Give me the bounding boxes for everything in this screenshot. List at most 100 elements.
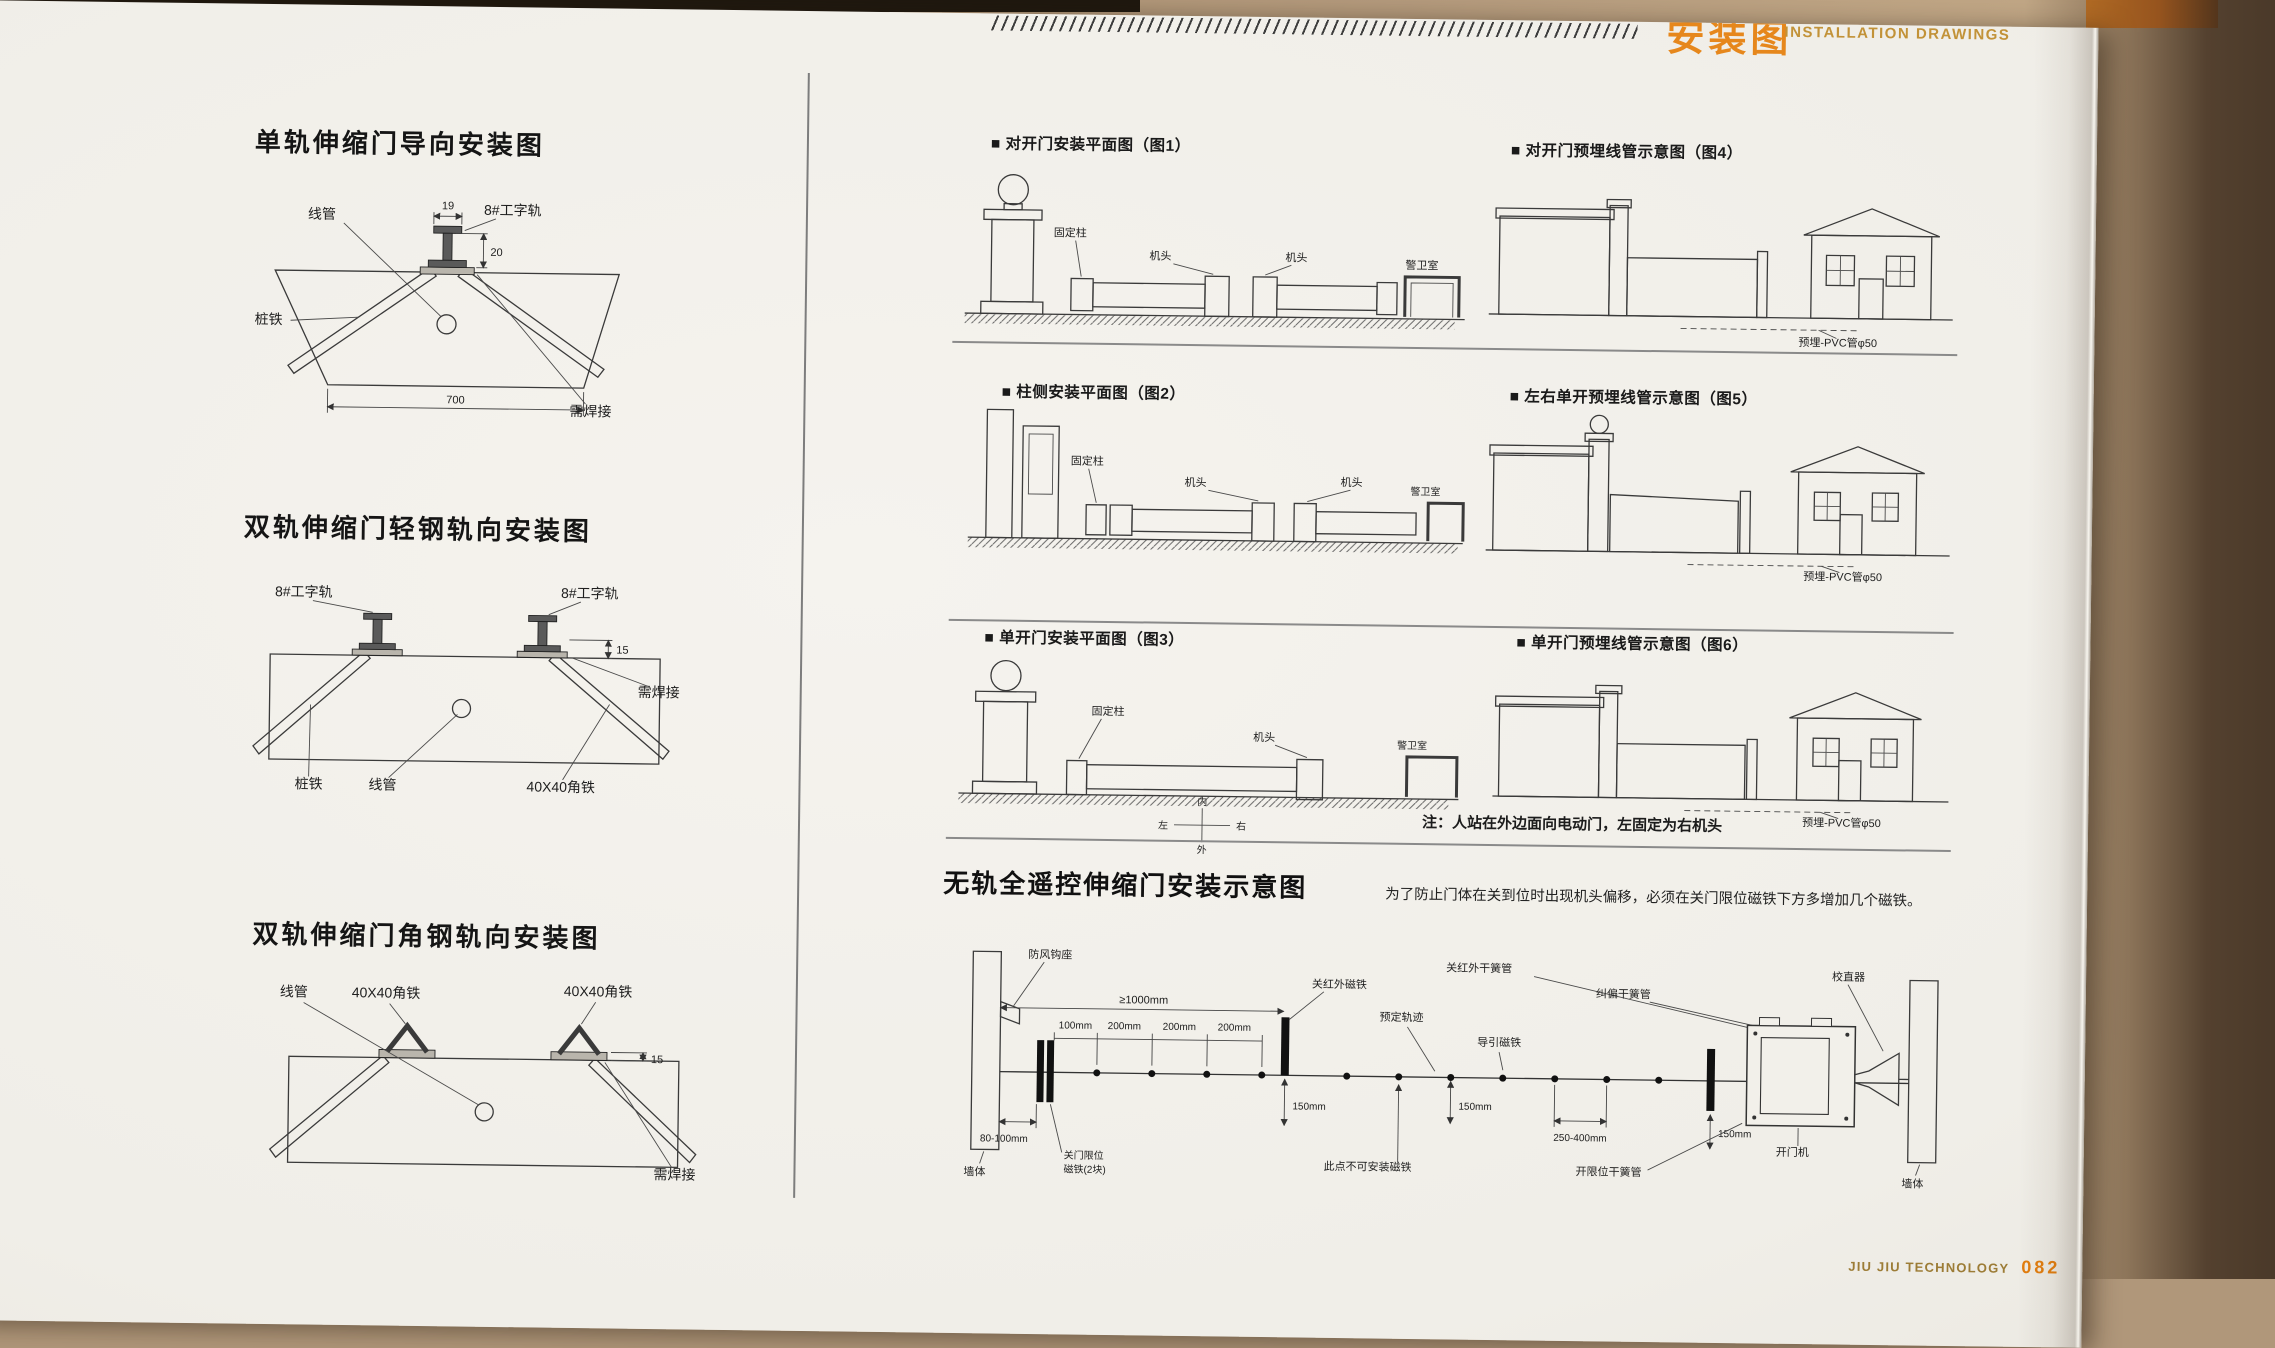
gate-body-right — [1316, 512, 1416, 535]
section2-title: 双轨伸缩门轻钢轨向安装图 — [244, 507, 592, 549]
label-no-magnet: 此点不可安装磁铁 — [1323, 1159, 1411, 1174]
label-conduit: 线管 — [368, 776, 396, 792]
machine-head-right-box — [1294, 503, 1316, 541]
label-pile: 桩铁 — [254, 311, 282, 327]
gate-end-post — [1757, 251, 1768, 317]
concrete-base — [274, 270, 619, 388]
fixed-post-box — [1086, 505, 1106, 535]
label-angle-left: 40X40角铁 — [352, 984, 421, 1001]
buried-pvc-pipe — [1687, 565, 1857, 567]
angle-iron-left — [379, 1025, 435, 1058]
dim-700: 700 — [446, 394, 465, 406]
fence-wall — [1499, 216, 1610, 315]
i-beam-right — [517, 615, 568, 658]
dim-15: 15 — [616, 645, 628, 657]
double-track-angle-steel-diagram: 线管 40X40角铁 40X40角铁 15 需焊接 — [225, 963, 728, 1200]
fixed-post-box — [1071, 278, 1093, 310]
buried-pvc-pipe — [1681, 328, 1861, 330]
label-pvc: 预埋-PVC管φ50 — [1798, 335, 1877, 350]
end-post-box — [1377, 282, 1397, 314]
fig3-diagram: 警卫室 固定柱 机头 内 左 右 外 — [946, 643, 1469, 860]
label-pvc: 预埋-PVC管φ50 — [1803, 569, 1882, 584]
single-track-guide-diagram: 19 20 700 线管 8#工字轨 桩铁 需焊接 — [235, 170, 658, 435]
straightener-funnel — [1854, 1053, 1899, 1106]
machine-head-box — [1296, 759, 1323, 799]
conduit-circle — [475, 1103, 493, 1121]
gate-body-right — [1277, 285, 1377, 310]
dim-150a: 150mm — [1292, 1101, 1326, 1112]
label-fixed-post: 固定柱 — [1054, 225, 1087, 239]
label-rail-left: 8#工字轨 — [275, 583, 333, 600]
label-rail-right: 8#工字轨 — [561, 585, 619, 602]
fig4-diagram: 预埋-PVC管φ50 — [1480, 156, 1962, 352]
dim-100: 100mm — [1059, 1020, 1093, 1031]
guard-house — [1790, 446, 1925, 556]
fence-wall — [1498, 704, 1599, 797]
wind-hook-seat — [1000, 1002, 1019, 1024]
dim-200c: 200mm — [1218, 1022, 1252, 1033]
fig1-diagram: 警卫室 固定柱 机头 机头 — [952, 153, 1474, 345]
retractable-gate — [1627, 258, 1758, 318]
label-dir-right: 右 — [1236, 820, 1246, 833]
trackless-installation-diagram: 墙体 墙体 防风钩座 80-100mm 关门限位 磁铁(2块) 100mm 20… — [945, 913, 1959, 1206]
label-head-right: 机头 — [1285, 250, 1307, 264]
gate-operator — [1746, 1017, 1855, 1126]
page-subtitle: INSTALLATION DRAWINGS — [1784, 24, 2010, 44]
label-conduit: 线管 — [280, 983, 308, 999]
label-open-limit-reed: 开限位干簧管 — [1575, 1164, 1641, 1179]
gate-body — [1087, 765, 1297, 792]
concrete-base — [288, 1056, 679, 1167]
label-guide-magnet: 导引磁铁 — [1477, 1035, 1521, 1050]
label-weld: 需焊接 — [569, 403, 611, 420]
pile-iron-right — [588, 1058, 697, 1162]
label-conduit: 线管 — [308, 205, 336, 221]
label-close-ir-reed: 关红外干簧管 — [1446, 960, 1512, 975]
label-close-limit-2: 磁铁(2块) — [1063, 1162, 1105, 1176]
dim-80-100: 80-100mm — [980, 1133, 1028, 1145]
label-dir-outer: 外 — [1197, 844, 1207, 856]
label-weld: 需焊接 — [653, 1166, 695, 1183]
column-divider — [793, 73, 810, 1198]
guard-house — [1788, 692, 1921, 802]
label-guard-room: 警卫室 — [1410, 485, 1440, 498]
retractable-gate — [1616, 744, 1745, 800]
wall-left — [971, 951, 1002, 1149]
trackless-note: 为了防止门体在关到位时出现机头偏移，必须在关门限位磁铁下方多增加几个磁铁。 — [1385, 883, 1922, 911]
fig6-diagram: 预埋-PVC管φ50 — [1484, 646, 1956, 832]
label-close-limit-1: 关门限位 — [1064, 1148, 1104, 1162]
label-head: 机头 — [1253, 730, 1275, 744]
dim-150b: 150mm — [1458, 1102, 1492, 1113]
footer-brand: JIU JIU TECHNOLOGY — [1848, 1259, 2009, 1276]
label-weld: 需焊接 — [638, 684, 680, 701]
side-wall — [986, 409, 1014, 537]
gate-body-left — [1132, 509, 1252, 533]
label-corr-reed: 纠偏干簧管 — [1596, 986, 1651, 1001]
dim-1000: ≥1000mm — [1119, 994, 1168, 1007]
section3-title: 双轨伸缩门角钢轨向安装图 — [252, 914, 600, 956]
label-wall-right: 墙体 — [1901, 1176, 1923, 1190]
fence-wall — [1493, 453, 1589, 551]
label-pvc: 预埋-PVC管φ50 — [1802, 815, 1881, 830]
dim-200a: 200mm — [1108, 1021, 1142, 1032]
label-guard-room: 警卫室 — [1405, 258, 1438, 272]
corner-design-block — [2086, 0, 2218, 28]
fig2-diagram: 警卫室 固定柱 机头 机头 — [957, 397, 1469, 569]
gate-body-left — [1093, 283, 1205, 308]
gate-pillar — [981, 174, 1045, 314]
angle-iron-brace — [548, 654, 670, 760]
fig5-diagram: 预埋-PVC管φ50 — [1477, 398, 1959, 584]
page-footer: JIU JIU TECHNOLOGY 082 — [1848, 1255, 2060, 1279]
label-angle-right: 40X40角铁 — [564, 983, 633, 1000]
post-ball — [1590, 415, 1608, 433]
label-fixed-post: 固定柱 — [1071, 453, 1104, 467]
label-head-left: 机头 — [1149, 248, 1171, 262]
wall-right — [1908, 981, 1938, 1163]
label-straightener: 校直器 — [1832, 969, 1865, 983]
gate-pillar — [972, 660, 1038, 794]
guard-room-outline — [1406, 757, 1457, 798]
footer-page-number: 082 — [2021, 1257, 2060, 1278]
dim-150c: 150mm — [1718, 1129, 1752, 1140]
label-head-right: 机头 — [1340, 475, 1362, 489]
section1-title: 单轨伸缩门导向安装图 — [255, 122, 545, 163]
gate-pillar — [1022, 426, 1059, 538]
